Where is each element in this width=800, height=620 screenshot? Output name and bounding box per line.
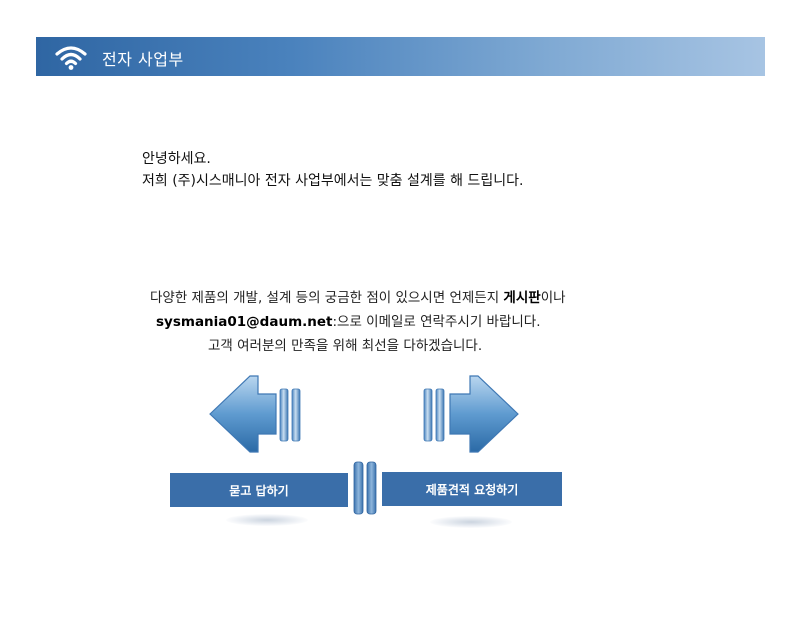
page-title: 전자 사업부: [102, 50, 184, 69]
section-header: 전자 사업부: [36, 37, 765, 76]
info-line-1-suffix: 이나: [540, 290, 566, 306]
button-shadow-left: [226, 514, 308, 526]
info-line-2-suffix: :으로 이메일로 연락주시기 바랍니다.: [332, 314, 541, 330]
info-line-1-prefix: 다양한 제품의 개발, 설계 등의 궁금한 점이 있으시면 언제든지: [150, 290, 504, 306]
quote-request-button[interactable]: 제품견적 요청하기: [382, 472, 562, 506]
greeting-text: 안녕하세요. 저희 (주)시스매니아 전자 사업부에서는 맞춤 설계를 해 드립…: [142, 148, 523, 192]
double-bar-icon: [353, 461, 377, 515]
board-link[interactable]: 게시판: [503, 290, 541, 306]
greeting-line-1: 안녕하세요.: [142, 151, 211, 167]
greeting-line-2: 저희 (주)시스매니아 전자 사업부에서는 맞춤 설계를 해 드립니다.: [142, 173, 524, 189]
info-line-1: 다양한 제품의 개발, 설계 등의 궁금한 점이 있으시면 언제든지 게시판이나: [150, 286, 566, 310]
wifi-icon: [55, 46, 87, 70]
qna-button[interactable]: 묻고 답하기: [170, 473, 348, 507]
info-line-2: sysmania01@daum.net:으로 이메일로 연락주시기 바랍니다.: [156, 310, 541, 334]
right-arrow-icon[interactable]: [420, 374, 522, 454]
left-arrow-icon[interactable]: [206, 374, 308, 454]
button-shadow-right: [430, 516, 512, 528]
info-line-3: 고객 여러분의 만족을 위해 최선을 다하겠습니다.: [208, 338, 483, 354]
email-address[interactable]: sysmania01@daum.net: [156, 314, 333, 330]
